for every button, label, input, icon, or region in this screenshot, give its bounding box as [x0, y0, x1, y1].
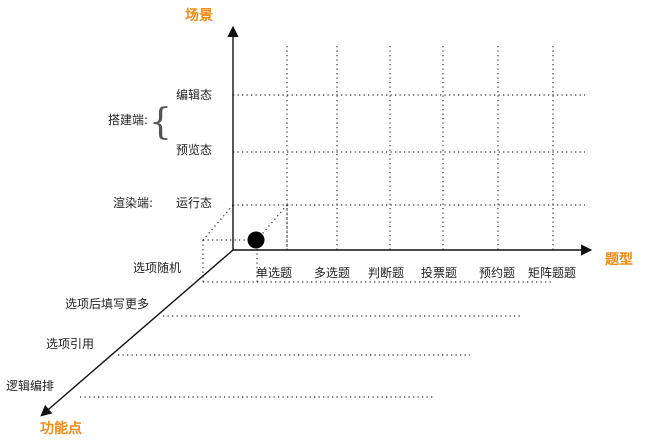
- feature-labels: 选项随机 选项后填写更多 选项引用 逻辑编排: [6, 260, 181, 393]
- feature-label: 选项后填写更多: [65, 297, 149, 311]
- horizontal-axis-title: 题型: [605, 251, 633, 268]
- vertical-axis-title: 场景: [185, 8, 213, 24]
- question-type-label: 多选题: [314, 266, 350, 280]
- origin-marker: [247, 231, 265, 249]
- builder-group-label: 搭建端:: [108, 113, 148, 127]
- question-type-labels: 单选题 多选题 判断题 投票题 预约题 矩阵题题: [256, 265, 576, 280]
- feature-label: 选项引用: [46, 337, 94, 351]
- scene-preview-state: 预览态: [176, 142, 212, 157]
- scene-edit-state: 编辑态: [176, 87, 212, 102]
- question-type-label: 单选题: [256, 266, 292, 280]
- renderer-group-label: 渲染端:: [113, 195, 153, 210]
- question-type-label: 矩阵题题: [528, 266, 576, 280]
- question-type-label: 预约题: [479, 265, 515, 280]
- depth-axis: [40, 249, 234, 417]
- feature-lines: [80, 281, 553, 398]
- scene-run-state: 运行态: [176, 196, 212, 210]
- question-type-label: 判断题: [368, 265, 404, 280]
- depth-axis-title: 功能点: [40, 420, 82, 437]
- grid-horizontal-lines: [233, 94, 585, 206]
- grid-vertical-lines: [286, 46, 554, 250]
- builder-brace: {: [149, 102, 172, 143]
- question-type-label: 投票题: [421, 265, 457, 280]
- feature-label: 逻辑编排: [6, 378, 54, 393]
- feature-label: 选项随机: [133, 260, 181, 275]
